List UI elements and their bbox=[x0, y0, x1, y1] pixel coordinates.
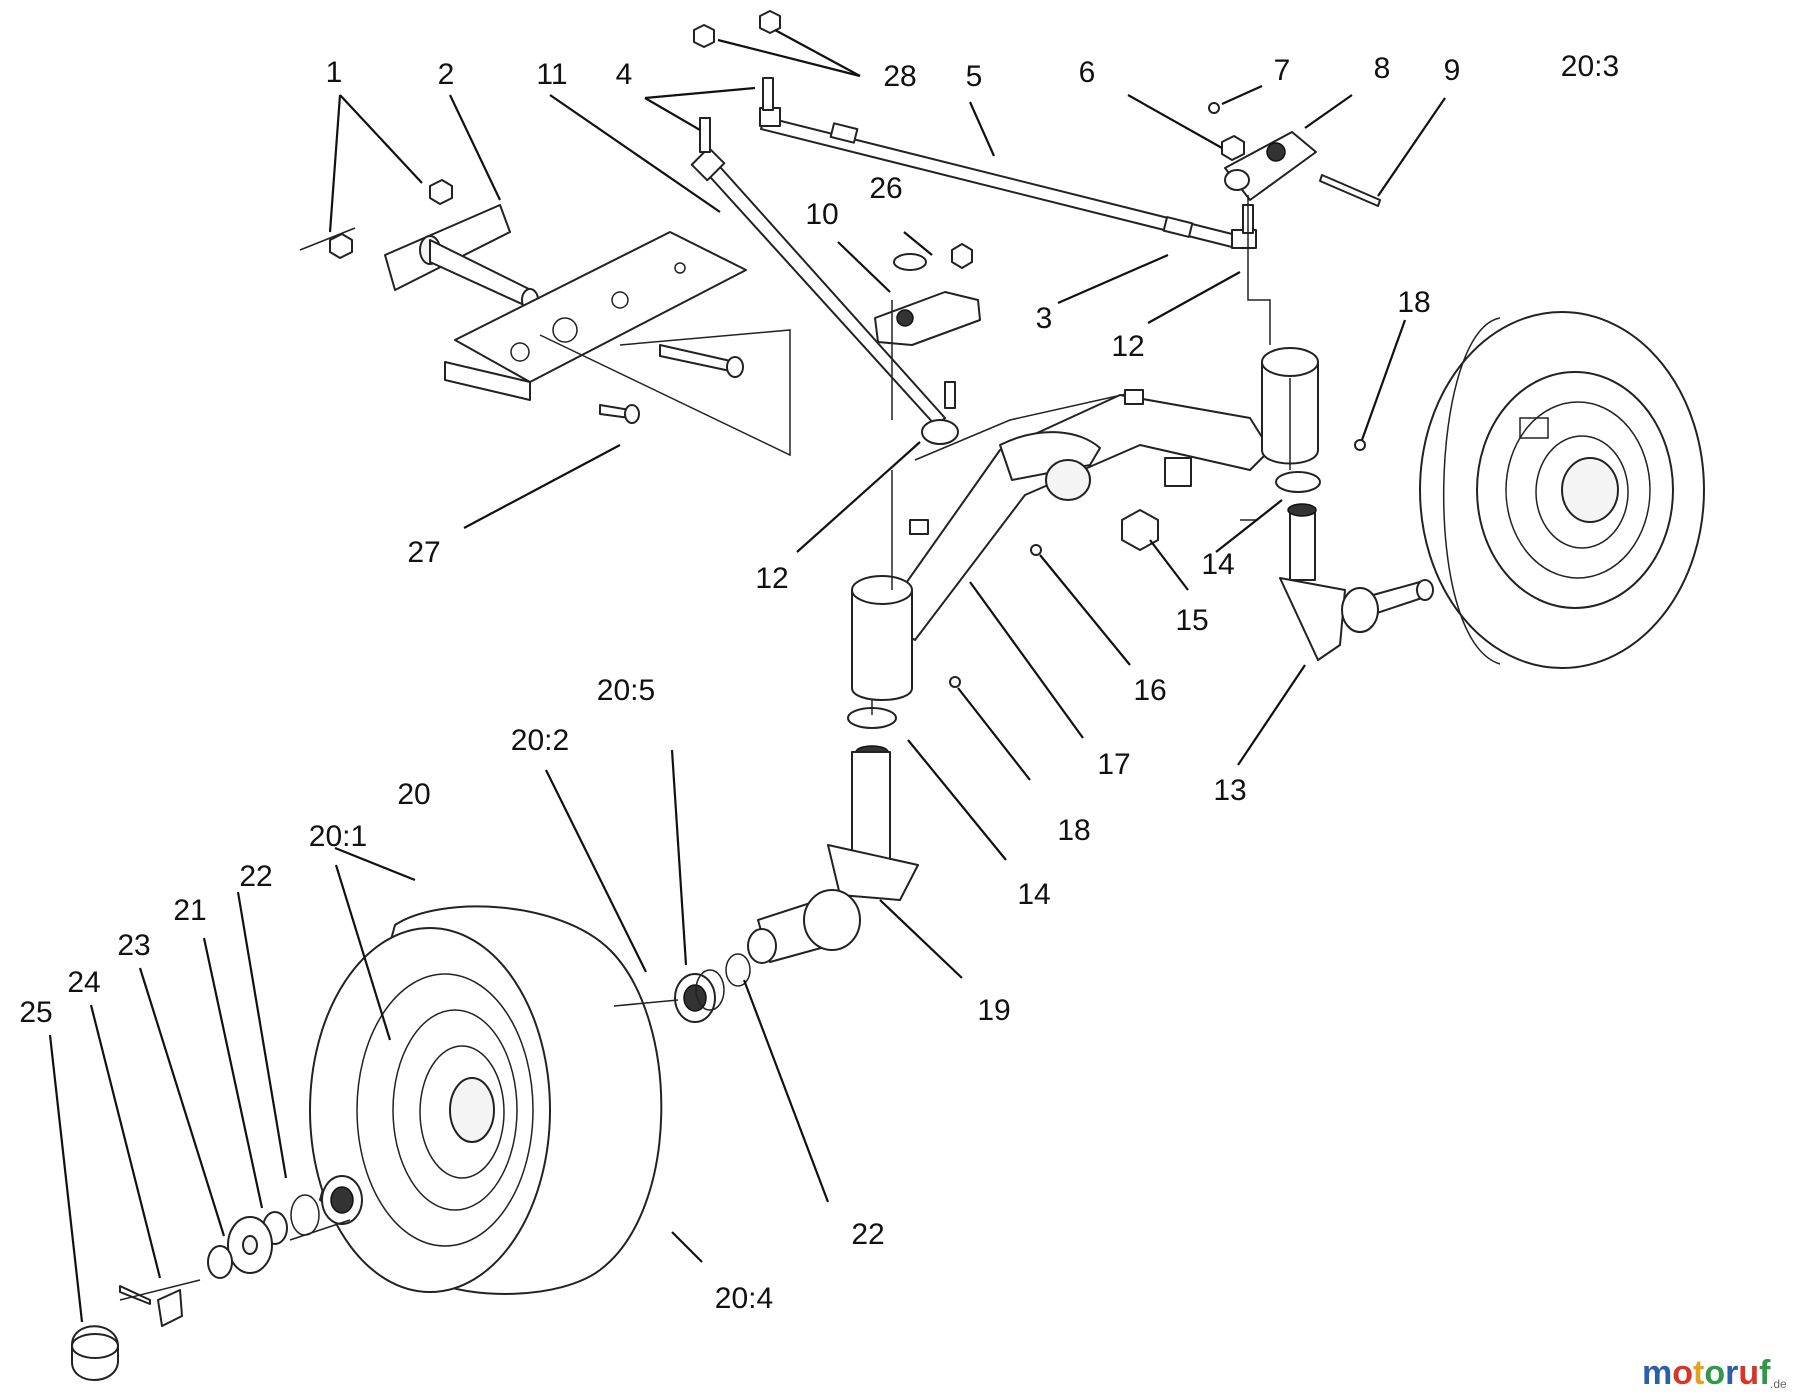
watermark-letter: o bbox=[1672, 1354, 1693, 1392]
watermark-letter: r bbox=[1725, 1354, 1738, 1392]
right-spindle bbox=[1275, 471, 1434, 661]
callout-7: 7 bbox=[1274, 54, 1291, 87]
callout-18-left: 18 bbox=[1057, 814, 1090, 847]
left-spindle bbox=[747, 707, 919, 964]
callout-20-4: 20:4 bbox=[715, 1282, 773, 1315]
callout-14-left: 14 bbox=[1017, 878, 1050, 911]
callout-6: 6 bbox=[1079, 56, 1096, 89]
callout-8: 8 bbox=[1374, 52, 1391, 85]
callout-4: 4 bbox=[616, 58, 633, 91]
callout-25: 25 bbox=[19, 996, 52, 1029]
watermark-letter: o bbox=[1704, 1354, 1725, 1392]
callout-20-2: 20:2 bbox=[511, 724, 569, 757]
svg-text:motoruf: motoruf bbox=[1642, 1354, 1771, 1392]
pivot-nut bbox=[949, 439, 1366, 688]
watermark-letter: t bbox=[1693, 1354, 1704, 1392]
callout-21: 21 bbox=[173, 894, 206, 927]
callout-1: 1 bbox=[326, 56, 343, 89]
callout-23: 23 bbox=[117, 929, 150, 962]
callout-18-right: 18 bbox=[1397, 286, 1430, 319]
watermark-letter: f bbox=[1759, 1354, 1771, 1392]
callout-26: 26 bbox=[869, 172, 902, 205]
callout-22-left: 22 bbox=[239, 860, 272, 893]
callout-20-5: 20:5 bbox=[597, 674, 655, 707]
front-axle-mount-bracket bbox=[384, 204, 747, 424]
assembly-center-lines bbox=[119, 195, 1291, 1301]
callout-16: 16 bbox=[1133, 674, 1166, 707]
callout-22-right: 22 bbox=[851, 1218, 884, 1251]
callout-19: 19 bbox=[977, 994, 1010, 1027]
callout-13: 13 bbox=[1213, 774, 1246, 807]
callout-9: 9 bbox=[1444, 54, 1461, 87]
callout-15: 15 bbox=[1175, 604, 1208, 637]
callout-17: 17 bbox=[1097, 748, 1130, 781]
right-wheel bbox=[1419, 311, 1705, 669]
callout-3: 3 bbox=[1036, 302, 1053, 335]
callout-2: 2 bbox=[438, 58, 455, 91]
leader-lines bbox=[48, 29, 1446, 1323]
callout-27: 27 bbox=[407, 536, 440, 569]
callout-12-bottom: 12 bbox=[755, 562, 788, 595]
motoruf-watermark-logo: motoruf .de bbox=[1642, 1354, 1787, 1392]
left-wheel bbox=[309, 905, 663, 1295]
drag-link bbox=[690, 24, 959, 445]
callout-11: 11 bbox=[536, 58, 567, 91]
callout-20: 20 bbox=[397, 778, 430, 811]
callout-5: 5 bbox=[966, 60, 983, 93]
part-callout-labels: 1 2 11 4 28 5 6 7 8 9 20:3 26 10 3 12 18… bbox=[19, 50, 1619, 1315]
watermark-suffix: .de bbox=[1770, 1377, 1787, 1391]
steering-arm bbox=[1208, 102, 1381, 207]
callout-20-1: 20:1 bbox=[309, 820, 367, 853]
watermark-letter: m bbox=[1642, 1354, 1672, 1392]
left-pivot-tube bbox=[851, 575, 913, 701]
front-axle-beam bbox=[879, 389, 1271, 641]
callout-14-right: 14 bbox=[1201, 548, 1234, 581]
callout-10: 10 bbox=[805, 198, 838, 231]
watermark-letter: u bbox=[1738, 1354, 1759, 1392]
callout-28: 28 bbox=[883, 60, 916, 93]
callout-24: 24 bbox=[67, 966, 100, 999]
wheel-hardware bbox=[71, 1175, 363, 1381]
left-wheel-bearing bbox=[674, 953, 751, 1023]
callout-12-top: 12 bbox=[1111, 330, 1144, 363]
hex-nut bbox=[329, 179, 453, 259]
center-steering-arm bbox=[874, 243, 981, 409]
callout-20-3: 20:3 bbox=[1561, 50, 1619, 83]
